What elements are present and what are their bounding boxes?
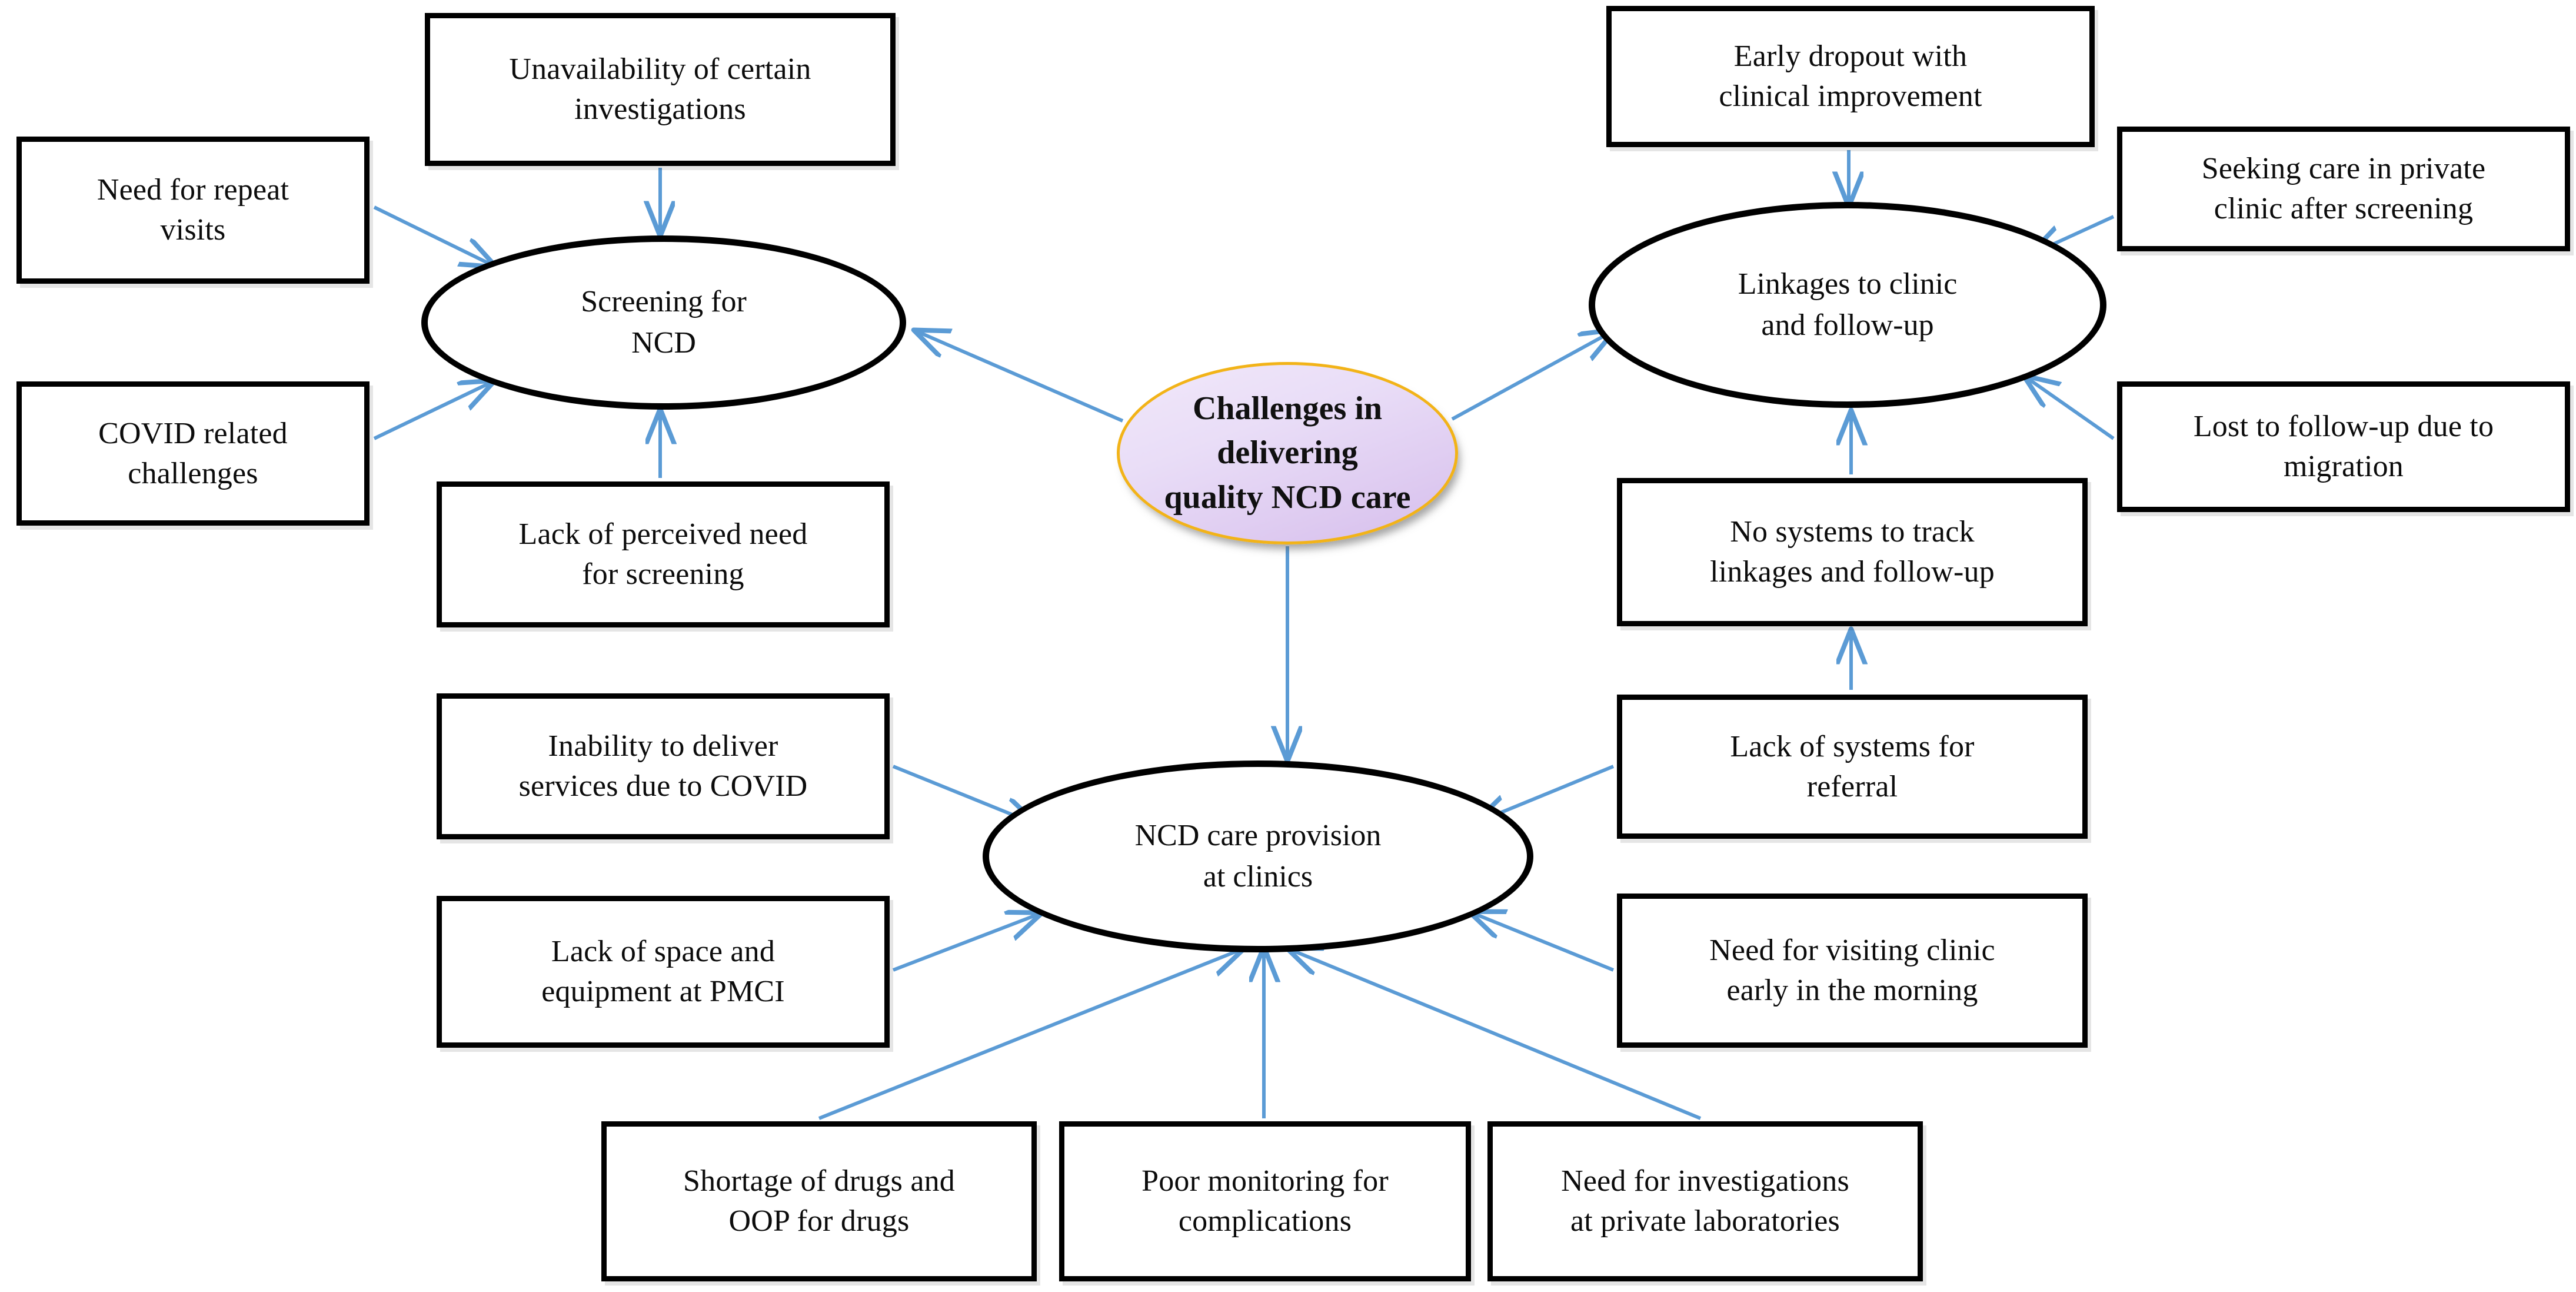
theme-node-provision-label-line2: at clinics [1203, 860, 1313, 894]
factor-node-lack-perceived-need-label: Lack of perceived need for screening [519, 514, 808, 594]
factor-node-poor-monitoring-label-line1: Poor monitoring for [1141, 1164, 1389, 1198]
central-node-label-line2: quality NCD care [1164, 479, 1411, 516]
central-node-label-line1: Challenges in delivering [1192, 390, 1383, 471]
factor-node-lost-to-followup-migration-label: Lost to follow-up due to migration [2194, 407, 2494, 486]
factor-node-need-repeat-visits-label-line1: Need for repeat [96, 173, 289, 207]
central-node-challenges[interactable]: Challenges in delivering quality NCD care [1117, 362, 1458, 544]
factor-node-no-systems-track[interactable]: No systems to track linkages and follow-u… [1617, 478, 2088, 626]
connector-arrow [1471, 912, 1615, 972]
factor-node-inability-deliver-covid-label: Inability to deliver services due to COVI… [519, 726, 808, 806]
factor-node-seeking-private-clinic[interactable]: Seeking care in private clinic after scre… [2117, 127, 2570, 251]
factor-node-shortage-drugs-oop-label-line2: OOP for drugs [728, 1204, 910, 1238]
factor-node-early-dropout-label-line1: Early dropout with [1733, 39, 1968, 74]
theme-node-linkages-label-line1: Linkages to clinic [1738, 267, 1958, 301]
factor-node-lack-systems-referral-label-line1: Lack of systems for [1730, 729, 1975, 763]
factor-node-investigations-private-labs-label: Need for investigations at private labora… [1561, 1161, 1849, 1241]
factor-node-lack-systems-referral-label: Lack of systems for referral [1730, 727, 1974, 806]
factor-node-poor-monitoring-label-line2: complications [1178, 1204, 1352, 1238]
factor-node-early-dropout[interactable]: Early dropout with clinical improvement [1606, 6, 2095, 147]
factor-node-covid-related-challenges-label-line1: COVID related [98, 416, 288, 450]
connector-arrow [916, 331, 1124, 423]
theme-node-provision-label: NCD care provision at clinics [1135, 815, 1382, 897]
factor-node-lack-space-equipment-label-line1: Lack of space and [551, 935, 776, 969]
theme-node-provision[interactable]: NCD care provision at clinics [983, 760, 1533, 952]
factor-node-lack-perceived-need[interactable]: Lack of perceived need for screening [437, 481, 890, 627]
factor-node-seeking-private-clinic-label-line1: Seeking care in private [2201, 152, 2486, 186]
factor-node-investigations-private-labs[interactable]: Need for investigations at private labora… [1487, 1121, 1923, 1281]
connector-arrow [892, 914, 1040, 972]
theme-node-screening-label-line2: NCD [631, 326, 696, 360]
factor-node-inability-deliver-covid-label-line1: Inability to deliver [548, 729, 778, 763]
factor-node-unavailability-investigations-label-line1: Unavailability of certain [509, 52, 811, 87]
factor-node-unavailability-investigations-label-line2: investigations [574, 92, 746, 126]
factor-node-investigations-private-labs-label-line2: at private laboratories [1570, 1204, 1840, 1238]
factor-node-visiting-clinic-early-label: Need for visiting clinic early in the mor… [1709, 931, 1995, 1010]
factor-node-lost-to-followup-migration-label-line2: migration [2284, 450, 2404, 483]
factor-node-no-systems-track-label: No systems to track linkages and follow-u… [1710, 512, 1995, 592]
factor-node-lack-space-equipment[interactable]: Lack of space and equipment at PMCI [437, 896, 890, 1048]
connector-arrow [373, 381, 493, 440]
factor-node-lost-to-followup-migration-label-line1: Lost to follow-up due to [2193, 410, 2494, 444]
factor-node-lack-systems-referral[interactable]: Lack of systems for referral [1617, 695, 2088, 839]
factor-node-poor-monitoring-label: Poor monitoring for complications [1141, 1161, 1389, 1241]
factor-node-seeking-private-clinic-label-line2: clinic after screening [2214, 192, 2474, 225]
factor-node-early-dropout-label-line2: clinical improvement [1719, 79, 1982, 113]
factor-node-lack-space-equipment-label: Lack of space and equipment at PMCI [541, 932, 785, 1011]
theme-node-screening-label-line1: Screening for [581, 285, 747, 319]
factor-node-unavailability-investigations-label: Unavailability of certain investigations [509, 49, 811, 129]
connector-arrow [818, 949, 1243, 1120]
factor-node-early-dropout-label: Early dropout with clinical improvement [1719, 36, 1982, 116]
connector-arrow [1289, 949, 1702, 1120]
factor-node-lost-to-followup-migration[interactable]: Lost to follow-up due to migration [2117, 381, 2570, 512]
factor-node-no-systems-track-label-line1: No systems to track [1730, 515, 1975, 549]
factor-node-need-repeat-visits-label: Need for repeat visits [97, 170, 289, 250]
factor-node-need-repeat-visits[interactable]: Need for repeat visits [16, 137, 370, 284]
factor-node-seeking-private-clinic-label: Seeking care in private clinic after scre… [2202, 149, 2486, 228]
central-node-label: Challenges in delivering quality NCD care [1120, 387, 1455, 519]
factor-node-inability-deliver-covid-label-line2: services due to COVID [518, 769, 808, 803]
theme-node-linkages-label: Linkages to clinic and follow-up [1738, 264, 1958, 346]
factor-node-visiting-clinic-early-label-line1: Need for visiting clinic [1709, 934, 1995, 968]
factor-node-inability-deliver-covid[interactable]: Inability to deliver services due to COVI… [437, 693, 890, 839]
factor-node-poor-monitoring[interactable]: Poor monitoring for complications [1059, 1121, 1471, 1281]
factor-node-lack-space-equipment-label-line2: equipment at PMCI [541, 975, 785, 1008]
factor-node-shortage-drugs-oop-label-line1: Shortage of drugs and [683, 1164, 955, 1198]
connector-arrow [1451, 331, 1613, 421]
factor-node-need-repeat-visits-label-line2: visits [160, 213, 226, 247]
connector-arrow [2025, 377, 2115, 440]
factor-node-no-systems-track-label-line2: linkages and follow-up [1710, 555, 1995, 589]
factor-node-covid-related-challenges-label-line2: challenges [128, 456, 258, 490]
factor-node-unavailability-investigations[interactable]: Unavailability of certain investigations [425, 13, 896, 166]
factor-node-visiting-clinic-early[interactable]: Need for visiting clinic early in the mor… [1617, 894, 2088, 1048]
factor-node-lack-perceived-need-label-line2: for screening [582, 557, 744, 591]
factor-node-covid-related-challenges-label: COVID related challenges [98, 414, 288, 493]
factor-node-visiting-clinic-early-label-line2: early in the morning [1726, 974, 1978, 1007]
theme-node-provision-label-line1: NCD care provision [1134, 819, 1382, 853]
connector-arrow [373, 205, 494, 266]
factor-node-lack-systems-referral-label-line2: referral [1806, 769, 1898, 803]
theme-node-linkages-label-line2: and follow-up [1761, 308, 1934, 342]
factor-node-covid-related-challenges[interactable]: COVID related challenges [16, 381, 370, 526]
theme-node-linkages[interactable]: Linkages to clinic and follow-up [1589, 202, 2106, 408]
factor-node-lack-perceived-need-label-line1: Lack of perceived need [518, 517, 808, 552]
factor-node-investigations-private-labs-label-line1: Need for investigations [1561, 1164, 1849, 1198]
